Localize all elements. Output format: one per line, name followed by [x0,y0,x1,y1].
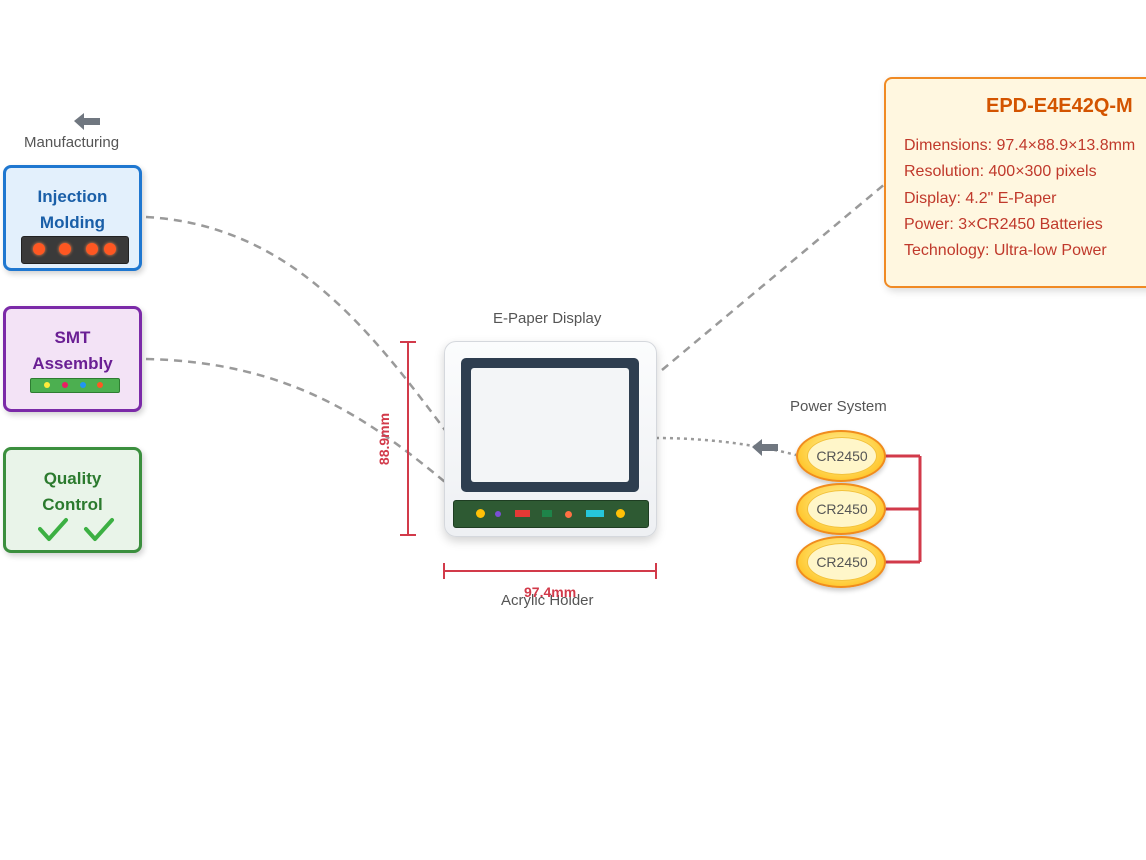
mold-heater-bar [21,236,129,264]
height-dimension-line [400,341,416,536]
quality-control-label: Quality Control [42,469,103,514]
checkmark-icon [38,518,68,541]
pcb-led [565,511,572,518]
quality-control-box[interactable]: Quality Control [3,447,142,553]
width-dimension-line [443,563,657,579]
mold-heater-dot [33,243,45,255]
mold-heater-dot [104,243,116,255]
pcb-strip-icon [30,378,120,393]
pcb-chip [586,510,604,517]
spec-title: EPD-E4E42Q-M [986,95,1133,117]
arrow-left-icon [752,439,778,456]
connector-molding [145,215,446,431]
epaper-device[interactable] [444,341,657,537]
battery-label: CR2450 [807,490,877,528]
battery-cell[interactable]: CR2450 [796,483,886,535]
injection-molding-box[interactable]: Injection Molding [3,165,142,271]
battery-label: CR2450 [807,543,877,581]
injection-molding-label: Injection Molding [37,187,108,232]
checkmark-icon [84,518,114,541]
epaper-display-label: E-Paper Display [493,310,602,327]
pcb-component [97,382,103,388]
connector-power [655,436,797,457]
spec-item: Technology: Ultra-low Power [904,242,1107,260]
spec-card: EPD-E4E42Q-M Dimensions: 97.4×88.9×13.8m… [884,77,1146,288]
mold-heater-dot [86,243,98,255]
spec-item: Display: 4.2" E-Paper [904,189,1057,207]
connector-spec [661,182,887,371]
device-pcb [453,500,649,528]
pcb-led [616,509,625,518]
pcb-chip [515,510,530,517]
battery-cell[interactable]: CR2450 [796,536,886,588]
smt-assembly-box[interactable]: SMT Assembly [3,306,142,412]
spec-item: Resolution: 400×300 pixels [904,163,1097,181]
battery-label: CR2450 [807,437,877,475]
manufacturing-header: Manufacturing [24,134,120,151]
arrow-left-icon [74,113,100,130]
checkmark-icons [38,518,114,541]
connector-smt [145,357,446,483]
mold-heater-dot [59,243,71,255]
battery-wiring [884,454,922,564]
battery-cell[interactable]: CR2450 [796,430,886,482]
epaper-screen [471,368,629,482]
spec-item: Power: 3×CR2450 Batteries [904,215,1103,233]
smt-assembly-label: SMT Assembly [32,328,113,373]
height-dimension-label: 88.9mm [376,412,393,466]
width-dimension-label: 97.4mm [524,584,577,600]
pcb-led [495,511,501,517]
power-system-label: Power System [790,398,887,415]
pcb-component [44,382,50,388]
pcb-chip [542,510,552,517]
pcb-component [62,382,68,388]
pcb-led [476,509,485,518]
pcb-component [80,382,86,388]
spec-item: Dimensions: 97.4×88.9×13.8mm [904,137,1136,154]
spec-list: Dimensions: 97.4×88.9×13.8mm Resolution:… [904,133,1135,264]
acrylic-holder-label: Acrylic Holder [501,592,594,609]
screen-frame [461,358,639,492]
